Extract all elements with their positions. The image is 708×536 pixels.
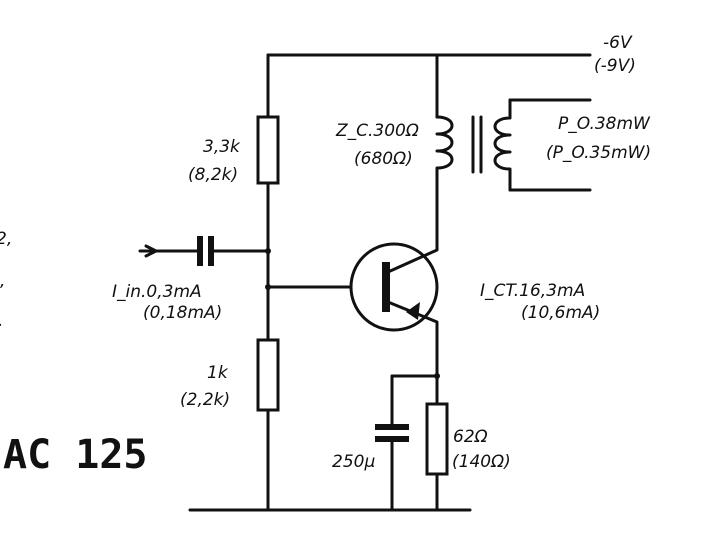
output-power-alt-label: (P_O.35mW) <box>546 143 651 163</box>
input-arrow <box>144 244 158 258</box>
lower-resistor-value: 1k <box>207 363 229 383</box>
output-power-label: P_O.38mW <box>558 114 651 134</box>
supply-voltage-alt-label: (-9V) <box>594 56 636 76</box>
upper-resistor-value: 3,3k <box>203 137 241 157</box>
transistor-emitter-lead <box>386 300 439 378</box>
supply-voltage-label: -6V <box>603 33 633 53</box>
collector-load-label: Z_C.300Ω <box>335 121 419 141</box>
upper-bias-resistor <box>256 115 280 185</box>
lower-bias-resistor <box>256 338 280 412</box>
transformer-secondary-coil <box>493 98 512 192</box>
transistor-collector-lead <box>386 173 439 274</box>
input-current-alt-label: (0,18mA) <box>143 303 222 323</box>
input-junction <box>265 248 271 254</box>
emitter-capacitor-value: 250μ <box>332 452 375 472</box>
lower-resistor-alt-value: (2,2k) <box>180 390 230 410</box>
emitter-resistor-alt-value: (140Ω) <box>452 452 511 472</box>
collector-current-label: I_CT.16,3mA <box>480 281 585 301</box>
collector-current-alt-label: (10,6mA) <box>521 303 600 323</box>
collector-load-alt-label: (680Ω) <box>354 149 413 169</box>
edge-fragment-2: , <box>0 271 5 291</box>
upper-resistor-alt-value: (8,2k) <box>188 165 238 185</box>
emitter-arrow-icon <box>406 302 420 320</box>
transformer-primary-coil <box>435 115 454 177</box>
emitter-resistor-value: 62Ω <box>453 427 488 447</box>
transistor-type-label: AC 125 <box>3 432 148 478</box>
edge-fragment-3: . <box>0 311 3 331</box>
input-current-label: I_in.0,3mA <box>112 282 202 302</box>
emitter-resistor <box>425 402 449 476</box>
edge-fragment-1: 2, <box>0 229 12 249</box>
